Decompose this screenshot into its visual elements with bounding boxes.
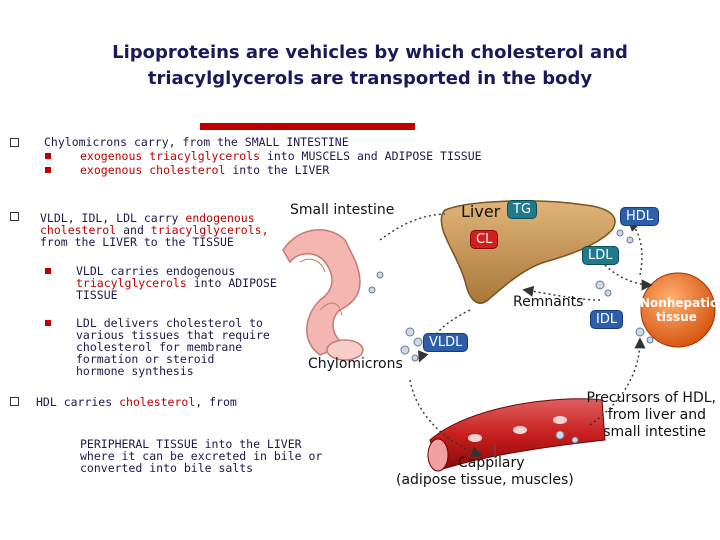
precursors-label-line3: small intestine xyxy=(603,424,706,440)
chylo-sub1: exogenous triacylglycerols into MUSCELS … xyxy=(80,149,482,163)
small-intestine-label: Small intestine xyxy=(290,202,395,218)
vldl-sub1-line2: triacylglycerols into ADIPOSE xyxy=(76,276,277,290)
chylo-sub2: exogenous cholesterol into the LIVER xyxy=(80,163,330,177)
bullet-checkbox-icon xyxy=(10,212,19,221)
hdl-line4: converted into bile salts xyxy=(80,461,254,475)
vldl-line3: from the LIVER to the TISSUE xyxy=(40,235,234,249)
bullet-checkbox-icon xyxy=(10,138,19,147)
precursors-label-line2: from liver and xyxy=(607,407,706,423)
cappilary-label-line1: Cappilary xyxy=(458,455,525,471)
idl-badge: IDL xyxy=(590,310,624,329)
ldl-sub-line4: formation or steroid xyxy=(76,352,215,366)
arrow-ldl-nonhepatic xyxy=(604,264,653,291)
ldl-sub-line2: various tissues that require xyxy=(76,328,270,342)
remnants-label: Remnants xyxy=(513,294,584,310)
sub-bullet-icon xyxy=(45,320,51,326)
vldl-badge: VLDL xyxy=(423,333,469,352)
cappilary-label-line2: (adipose tissue, muscles) xyxy=(396,472,574,488)
vldl-sub1-line1: VLDL carries endogenous xyxy=(76,264,236,278)
arrow-liver-vldl xyxy=(418,309,471,363)
vldl-line1: VLDL, IDL, LDL carry endogenous xyxy=(40,211,255,225)
vldl-line2: cholesterol and triacylglycerols, xyxy=(40,223,269,237)
arrow-nonhepatic-hdl xyxy=(628,220,643,276)
ldl-sub-line5: hormone synthesis xyxy=(76,364,194,378)
nonhepatic-label-line1: Nonhepatic xyxy=(640,296,718,310)
hdl-line3: where it can be excreted in bile or xyxy=(80,449,323,463)
lipoprotein-particles xyxy=(368,229,654,444)
hdl-line2: PERIPHERAL TISSUE into the LIVER xyxy=(80,437,302,451)
ldl-sub-line1: LDL delivers cholesterol to xyxy=(76,316,263,330)
cl-badge: CL xyxy=(470,230,499,249)
nonhepatic-label-line2: tissue xyxy=(656,310,697,324)
precursors-label-line1: Precursors of HDL, xyxy=(586,390,716,406)
hdl-line1: HDL carries cholesterol, from xyxy=(36,395,237,409)
bullet-checkbox-icon xyxy=(10,397,19,406)
arrow-capillary-nonhepatic xyxy=(589,337,646,426)
liver-label: Liver xyxy=(461,202,501,221)
ldl-badge: LDL xyxy=(582,246,619,265)
arrow-intestine-liver xyxy=(379,213,446,241)
chylomicrons-label: Chylomicrons xyxy=(308,356,403,372)
vldl-sub1-line3: TISSUE xyxy=(76,288,118,302)
page-title: Lipoproteins are vehicles by which chole… xyxy=(112,42,628,89)
small-intestine-illustration xyxy=(282,229,364,361)
liver-illustration xyxy=(440,200,616,304)
sub-bullet-icon xyxy=(45,167,51,173)
nonhepatic-tissue-illustration xyxy=(640,272,716,348)
tg-badge: TG xyxy=(507,200,538,219)
chylomicrons-intro: Chylomicrons carry, from the SMALL INTES… xyxy=(44,135,349,149)
arrow-remnants-liver xyxy=(522,285,601,301)
sub-bullet-icon xyxy=(45,268,51,274)
ldl-sub-line3: cholesterol for membrane xyxy=(76,340,243,354)
sub-bullet-icon xyxy=(45,153,51,159)
accent-rule xyxy=(200,123,415,130)
hdl-badge: HDL xyxy=(620,207,660,226)
